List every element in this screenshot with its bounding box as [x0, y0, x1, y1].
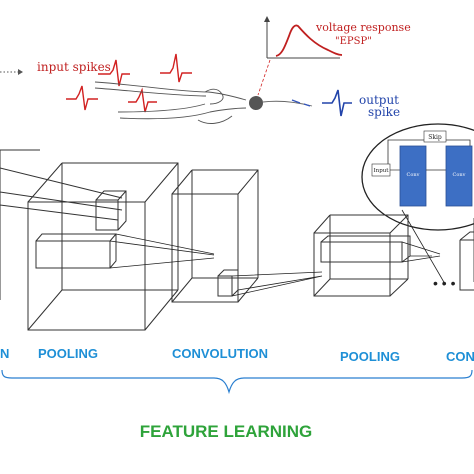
input-spike-2: [160, 53, 192, 83]
projection-lines: [109, 233, 441, 297]
output-spike: [322, 89, 352, 117]
stage-labels: N POOLING CONVOLUTION POOLING CON: [0, 346, 474, 364]
volume-1: [27, 162, 179, 331]
cnn-volumes: [0, 149, 474, 331]
patch-2: [217, 269, 239, 297]
stage-label-2: POOLING: [38, 346, 98, 361]
patch-1: [35, 233, 117, 269]
input-box-label: Input: [374, 168, 390, 174]
stage-label-1: N: [0, 346, 9, 361]
skip-label: Skip: [428, 134, 442, 141]
stage-label-3: CONVOLUTION: [172, 346, 268, 361]
stage-label-5: CON: [446, 349, 474, 364]
input-volume-edges: [0, 149, 123, 300]
patch-3: [320, 235, 411, 263]
stage-label-4: POOLING: [340, 349, 400, 364]
kernel-1: [95, 190, 127, 231]
input-arrow-head: [18, 69, 23, 75]
input-spikes-label: input spikes: [37, 60, 111, 74]
axon-dash-1: [291, 99, 301, 104]
input-spike-3: [66, 85, 98, 111]
epsp-y-arrow: [264, 16, 270, 22]
epsp-dash-link: [257, 59, 271, 96]
output-label: output: [359, 93, 399, 107]
volume-2: [171, 169, 259, 303]
conv-block-1-label: Conv: [407, 172, 420, 178]
dendrite-sketch: [94, 81, 247, 124]
axon-dash-2: [303, 103, 311, 107]
inset-pointer-1: [401, 209, 446, 285]
spike-label: spike: [368, 105, 400, 119]
conv-block-2: [445, 145, 473, 207]
skip-label-box: [423, 130, 447, 143]
volume-3: [313, 214, 409, 297]
input-spike-4: [128, 87, 157, 113]
conv-block-1: [399, 145, 427, 207]
neuron-soma: [249, 96, 263, 110]
ellipsis: • • •: [433, 275, 456, 291]
conv-block-2-label: Conv: [453, 172, 466, 178]
neuron-illustration: input spikes voltage response "EPSP" out…: [0, 16, 411, 124]
epsp-label: "EPSP": [335, 36, 372, 47]
volume-4: [459, 231, 474, 291]
feature-learning-brace: [1, 369, 473, 395]
input-spike-1: [98, 59, 130, 87]
epsp-curve: [275, 24, 343, 57]
voltage-response-label: voltage response: [315, 21, 411, 34]
resnet-inset: Skip Input Conv Conv: [361, 123, 474, 285]
group-label: FEATURE LEARNING: [140, 422, 313, 441]
